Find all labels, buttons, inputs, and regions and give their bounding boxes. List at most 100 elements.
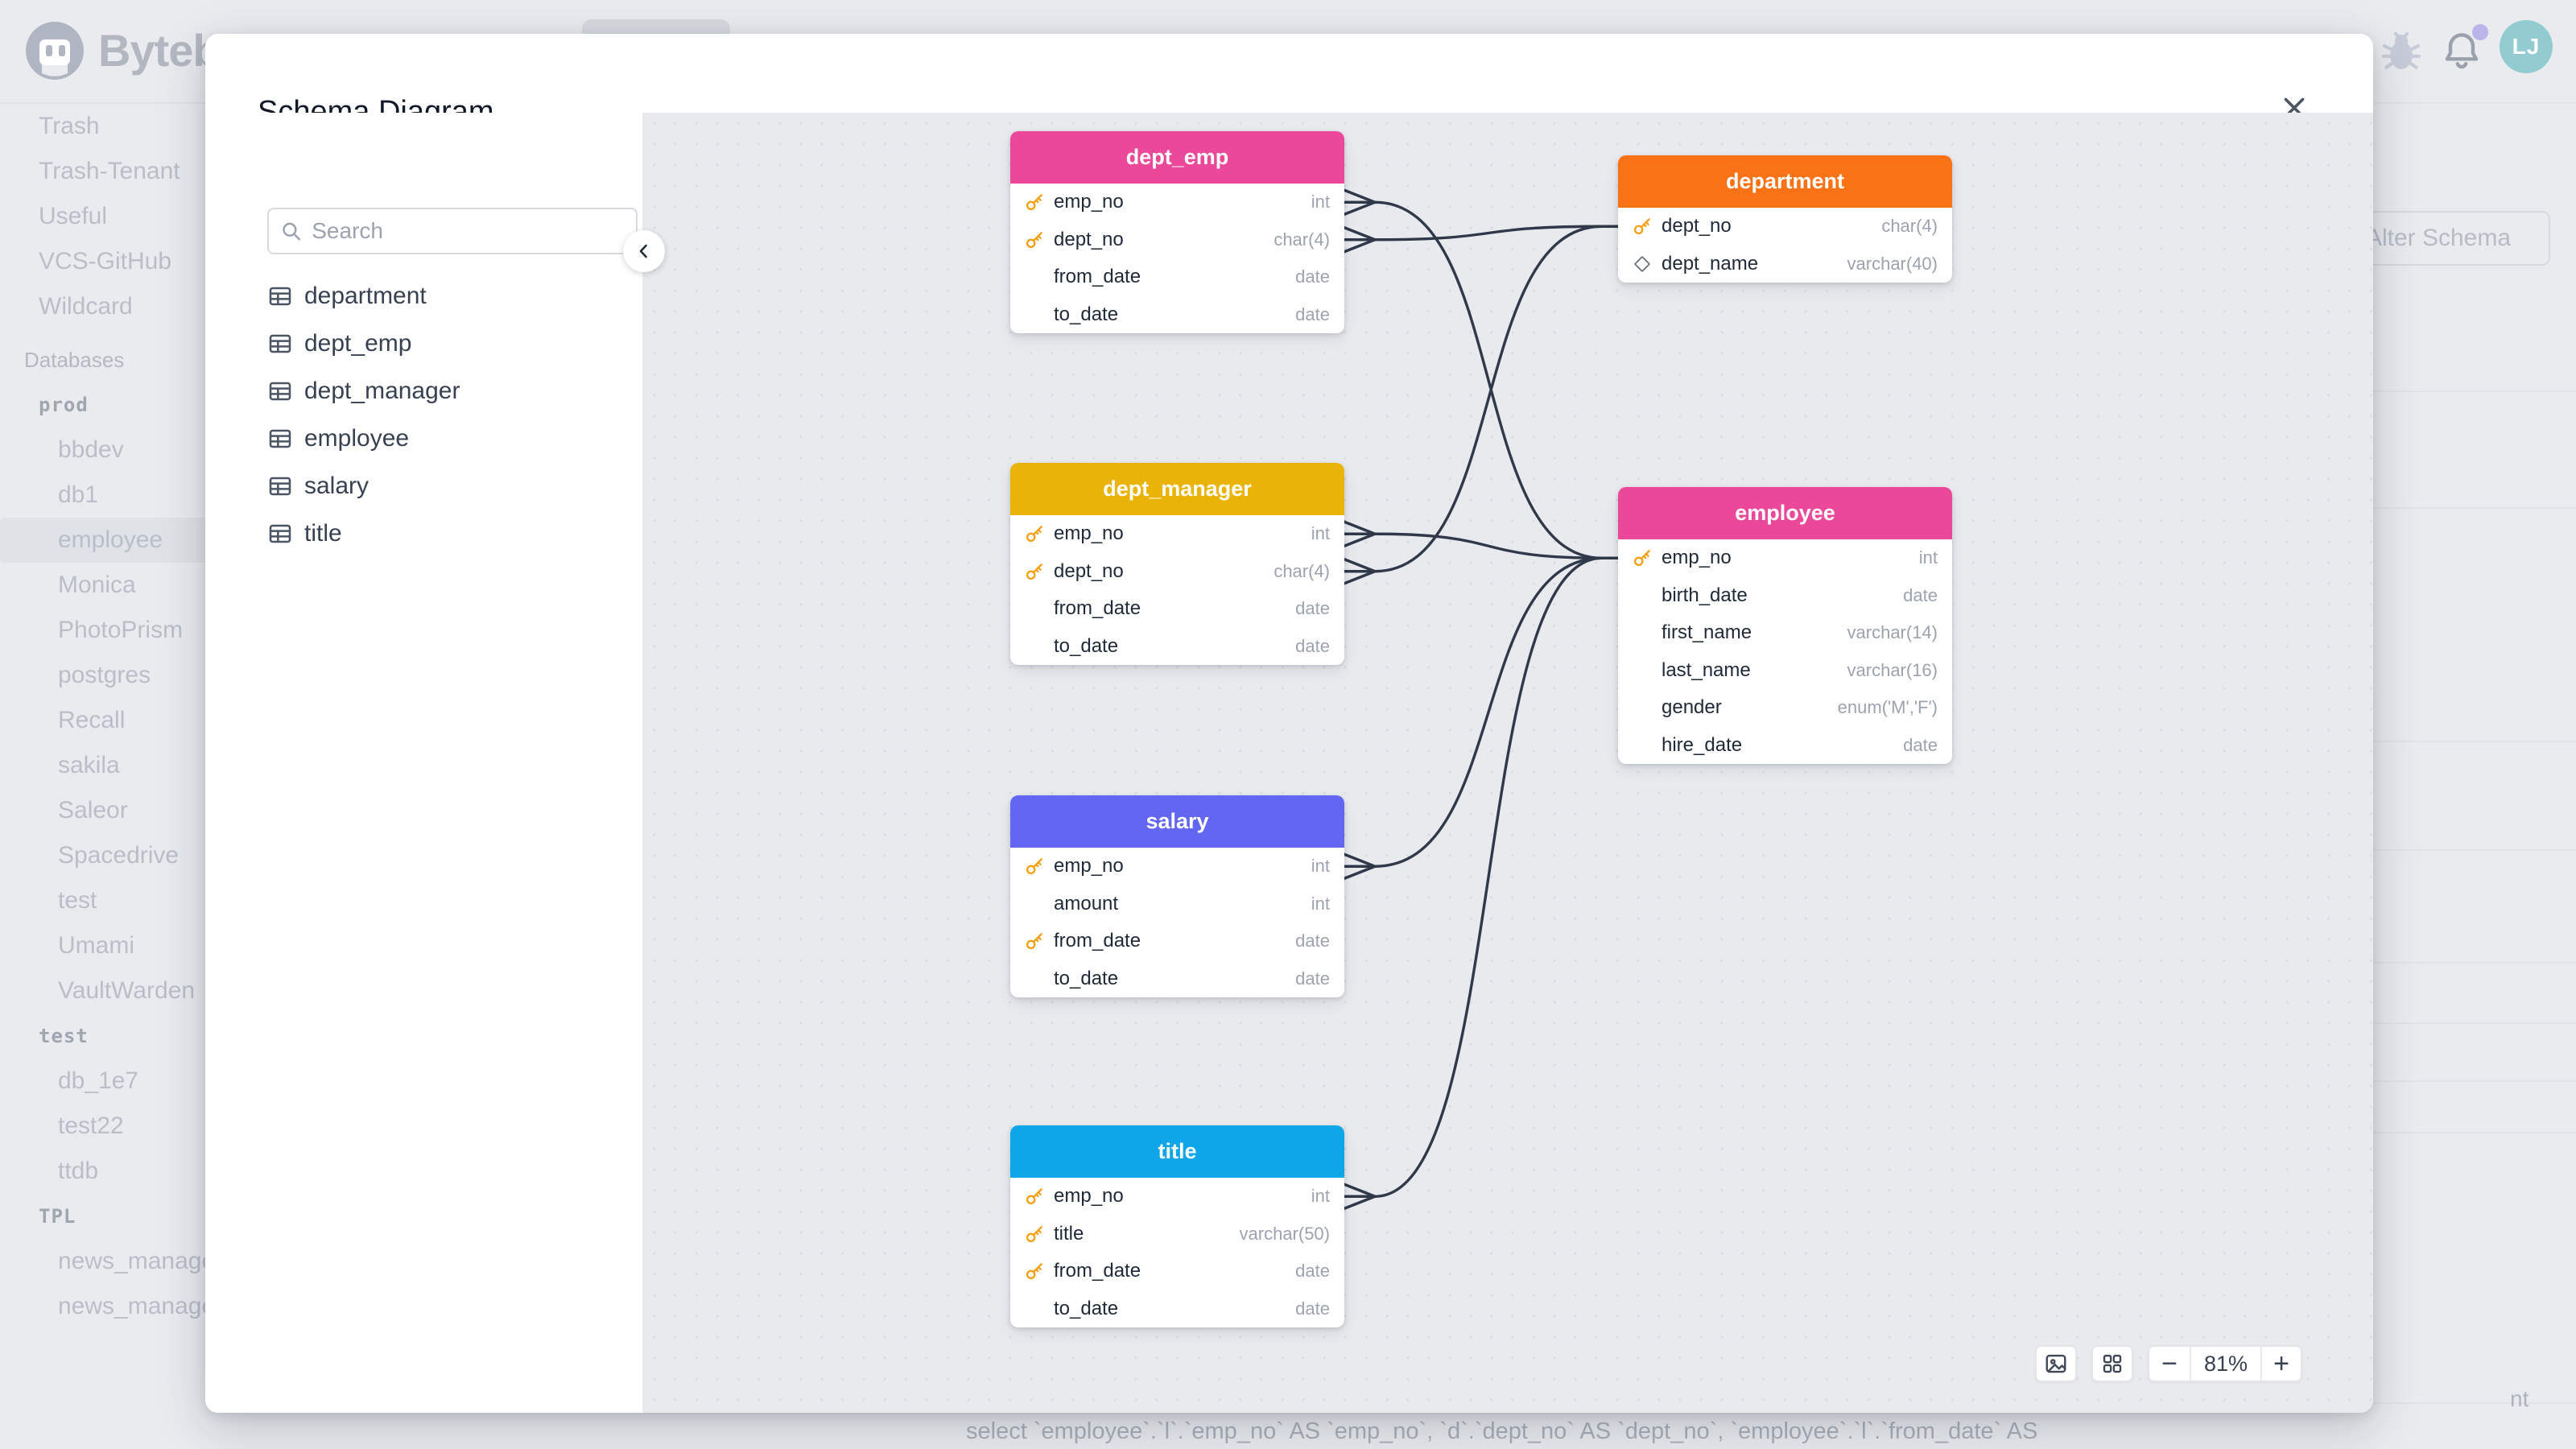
sidebar-item-PhotoPrism[interactable]: PhotoPrism: [58, 617, 184, 643]
collapse-panel-button[interactable]: [623, 230, 665, 272]
table-list-item-dept_manager[interactable]: dept_manager: [267, 367, 626, 415]
table-list-item-dept_emp[interactable]: dept_emp: [267, 320, 626, 367]
notifications-bell-icon[interactable]: [2439, 24, 2488, 78]
field-type: int: [1311, 856, 1330, 877]
primary-key-icon: [1026, 1225, 1042, 1242]
bg-row-line: [2373, 390, 2576, 392]
fit-layout-button[interactable]: [2091, 1345, 2133, 1382]
primary-key-icon: [1026, 526, 1042, 543]
bg-truncated-text: nt: [2510, 1386, 2529, 1411]
zoom-in-button[interactable]: +: [2260, 1347, 2301, 1381]
primary-key-icon: [1026, 858, 1042, 875]
table-list-item-salary[interactable]: salary: [267, 462, 626, 510]
field-name: title: [1054, 1222, 1084, 1245]
alter-schema-button[interactable]: Alter Schema: [2326, 211, 2550, 266]
sidebar-item-ttdb[interactable]: ttdb: [58, 1158, 99, 1184]
sidebar-item-postgres[interactable]: postgres: [58, 662, 151, 688]
sidebar-item-VaultWarden[interactable]: VaultWarden: [58, 977, 196, 1004]
sidebar-env-test: test: [39, 1025, 89, 1047]
field-name: gender: [1662, 696, 1722, 719]
bg-row-line: [2373, 1402, 2576, 1404]
sidebar-item-Umami[interactable]: Umami: [58, 932, 134, 959]
primary-key-icon: [1026, 1263, 1042, 1280]
table-list-item-employee[interactable]: employee: [267, 415, 626, 462]
export-image-button[interactable]: [2035, 1345, 2077, 1382]
sidebar-item-Spacedrive[interactable]: Spacedrive: [58, 842, 180, 869]
field-name: dept_no: [1662, 215, 1732, 237]
sidebar-item-test22[interactable]: test22: [58, 1113, 124, 1139]
sidebar-item-news_manage[interactable]: news_manage: [58, 1248, 216, 1274]
table-list-label: dept_manager: [304, 377, 460, 404]
sidebar-item-test[interactable]: test: [58, 887, 97, 914]
table-list-label: department: [304, 282, 427, 309]
field-name: from_date: [1054, 266, 1141, 288]
primary-key-icon: [1026, 933, 1042, 950]
user-avatar[interactable]: LJ: [2500, 20, 2553, 73]
sidebar-item-news_manage[interactable]: news_manage: [58, 1293, 216, 1319]
sidebar-item-sakila[interactable]: sakila: [58, 752, 120, 778]
field-name: to_date: [1054, 1297, 1119, 1319]
field-type: varchar(16): [1847, 659, 1938, 680]
search-input[interactable]: [312, 218, 625, 244]
table-list-label: title: [304, 519, 342, 547]
sidebar-item-db_1e7[interactable]: db_1e7: [58, 1067, 139, 1094]
field-type: date: [1295, 635, 1330, 656]
field-name: to_date: [1054, 634, 1119, 657]
field-row-dept_manager-to_date[interactable]: to_date date: [1010, 628, 1344, 666]
sidebar-item-Wildcard[interactable]: Wildcard: [39, 293, 133, 320]
primary-key-icon: [1633, 218, 1650, 235]
field-name: to_date: [1054, 967, 1119, 989]
bg-divider: [2373, 102, 2576, 104]
schema-card-title: employee: [1618, 487, 1952, 539]
sidebar-item-Trash[interactable]: Trash: [39, 113, 100, 139]
sidebar-item-Recall[interactable]: Recall: [58, 707, 126, 733]
table-list-item-department[interactable]: department: [267, 272, 626, 320]
sidebar-item-Saleor[interactable]: Saleor: [58, 797, 128, 824]
sidebar-item-db1[interactable]: db1: [58, 481, 99, 508]
sidebar-item-Trash-Tenant[interactable]: Trash-Tenant: [39, 158, 180, 184]
sidebar-item-Monica[interactable]: Monica: [58, 572, 136, 598]
sidebar-item-VCS-GitHub[interactable]: VCS-GitHub: [39, 248, 172, 275]
sidebar-item-bbdev[interactable]: bbdev: [58, 436, 124, 463]
relationship-edges: [1343, 188, 1620, 1210]
field-type: date: [1295, 931, 1330, 952]
bg-row-line: [2373, 741, 2576, 742]
table-list-item-title[interactable]: title: [267, 510, 626, 557]
sidebar-item-Useful[interactable]: Useful: [39, 203, 108, 229]
schema-card-title: title: [1010, 1125, 1344, 1178]
sidebar-env-prod: prod: [39, 394, 89, 416]
debug-bug-icon[interactable]: [2379, 29, 2424, 78]
zoom-out-button[interactable]: −: [2161, 1348, 2178, 1379]
